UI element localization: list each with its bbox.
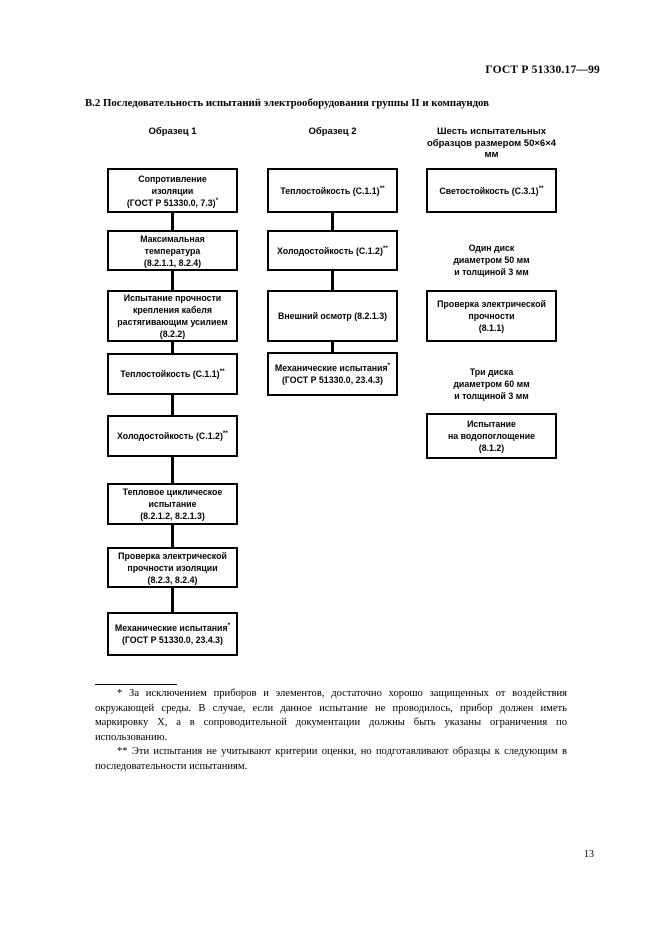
connector-line [171,456,174,484]
box-line: Испытание [467,419,516,429]
box-line: (8.1.2) [478,443,505,453]
connector-line [331,270,334,291]
box-line: испытание [148,499,197,509]
connector-line [331,211,334,231]
connector-line [171,587,174,613]
flowchart-box-water-absorption: Испытание на водопоглощение (8.1.2) [426,413,557,459]
box-line: Теплостойкость (С.1.1)** [120,368,225,379]
box-line: (8.2.3, 8.2.4) [147,574,198,585]
box-line: Внешний осмотр (8.2.1.3) [277,311,388,321]
box-line: (8.2.1.2, 8.2.1.3) [140,511,205,521]
box-line: (ГОСТ Р 51330.0, 23.4.3) [122,635,223,645]
footnote-2: ** Эти испытания не учитывают критерии о… [95,745,567,774]
flowchart-box-cold-resistance: Холодостойкость (С.1.2)** [107,415,238,457]
flowchart-box-dielectric-strength: Проверка электрической прочности (8.1.1) [426,290,557,342]
box-line: (ГОСТ Р 51330.0, 23.4.3) [282,375,383,385]
footnotes: * За исключением приборов и элементов, д… [95,687,567,775]
flowchart-box-visual-inspection: Внешний осмотр (8.2.1.3) [267,290,398,342]
connector-line [171,394,174,416]
box-line: (8.1.1) [478,323,505,333]
note-line: Три диска [469,367,514,377]
section-title: В.2 Последовательность испытаний электро… [85,97,489,109]
note-line: и толщиной 3 мм [454,391,529,401]
box-line: (8.2.2) [159,329,186,339]
box-line: изоляции [151,185,194,196]
footnote-2-text: Эти испытания не учитывают критерии оцен… [95,746,568,772]
connector-line [171,211,174,231]
flowchart-box-max-temperature: Максимальная температура (8.2.1.1, 8.2.4… [107,230,238,271]
connector-line [171,524,174,548]
box-line: Холодостойкость (С.1.2)** [117,430,228,441]
column-header-sample1: Образец 1 [148,126,197,137]
box-line: Теплостойкость (С.1.1)** [280,184,385,196]
box-line: Проверка электрической [437,299,546,309]
box-line: крепления кабеля [133,305,212,315]
note-line: Один диск [468,243,515,253]
flowchart-box-heat-resistance-2: Теплостойкость (С.1.1)** [267,168,398,213]
column-header-six-samples: Шесть испытательных образцов размером 50… [426,126,557,160]
flowchart-box-mechanical-tests-2: Механические испытания* (ГОСТ Р 51330.0,… [267,352,398,396]
footnote-1-marker: * [117,688,123,699]
footnote-1-text: За исключением приборов и элементов, дос… [95,688,567,743]
flowchart-box-mechanical-tests-1: Механические испытания* (ГОСТ Р 51330.0,… [107,612,238,656]
flowchart-box-heat-resistance: Теплостойкость (С.1.1)** [107,353,238,395]
flowchart-box-cold-resistance-2: Холодостойкость (С.1.2)** [267,230,398,271]
box-line: Холодостойкость (С.1.2)** [277,244,388,256]
footnote-1: * За исключением приборов и элементов, д… [95,687,567,745]
flowchart-box-cable-pull-test: Испытание прочности крепления кабеля рас… [107,290,238,342]
box-line: Светостойкость (С.3.1)** [439,184,544,196]
box-line: на водопоглощение [447,431,536,441]
box-line: (8.2.1.1, 8.2.4) [143,257,202,268]
footnote-2-marker: ** [117,746,128,758]
page-number: 13 [584,849,594,860]
flowchart-box-dielectric-strength-insulation: Проверка электрической прочности изоляци… [107,547,238,588]
box-line: температура [144,245,201,256]
note-line: диаметром 50 мм [453,255,530,265]
flowchart-box-thermal-cycling: Тепловое циклическое испытание (8.2.1.2,… [107,483,238,525]
box-line: Механические испытания* [114,622,231,633]
connector-line [331,341,334,353]
box-line: Максимальная [140,233,205,244]
connector-line [171,270,174,291]
box-line: Механические испытания* [274,362,391,373]
note-one-disc: Один диск диаметром 50 мм и толщиной 3 м… [426,242,557,278]
box-line: прочности изоляции [127,562,218,573]
note-line: и толщиной 3 мм [454,267,529,277]
box-line: (ГОСТ Р 51330.0, 7.3)* [126,196,219,208]
box-line: Испытание прочности [123,293,222,303]
box-line: Проверка электрической [118,550,227,561]
note-line: диаметром 60 мм [453,379,530,389]
column-header-sample2: Образец 2 [308,126,357,137]
box-line: растягивающим усилием [117,317,228,327]
flowchart-box-light-resistance: Светостойкость (С.3.1)** [426,168,557,213]
box-line: Тепловое циклическое [122,487,223,497]
note-three-discs: Три диска диаметром 60 мм и толщиной 3 м… [426,366,557,402]
flowchart-box-insulation-resistance: Сопротивление изоляции (ГОСТ Р 51330.0, … [107,168,238,213]
box-line: прочности [468,311,515,321]
doc-number: ГОСТ Р 51330.17—99 [485,64,600,76]
box-line: Сопротивление [138,173,207,184]
footnote-separator [95,684,177,685]
connector-line [171,341,174,354]
